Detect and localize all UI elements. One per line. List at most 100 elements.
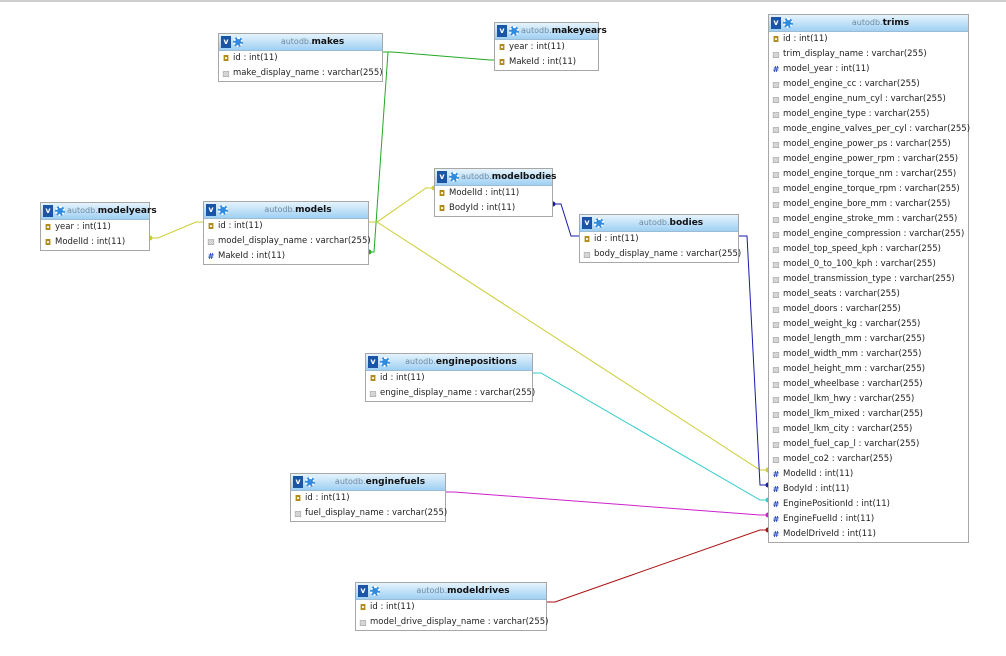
toggle-icon[interactable]: v — [437, 171, 447, 183]
table-name: modelbodies — [491, 172, 557, 182]
table-column-row: id : int(11) — [356, 600, 546, 615]
gear-icon[interactable] — [233, 37, 243, 47]
toggle-icon[interactable]: v — [221, 36, 231, 48]
table-column-row: ModelDriveId : int(11) — [769, 527, 968, 542]
gear-icon[interactable] — [55, 206, 65, 216]
table-column-row: model_fuel_cap_l : varchar(255) — [769, 437, 968, 452]
relation-enginepositions-trims — [533, 372, 768, 501]
column-icon — [772, 425, 780, 434]
column-label: ModelId : int(11) — [783, 469, 854, 479]
table-name: trims — [882, 18, 910, 28]
gear-icon[interactable] — [380, 357, 390, 367]
column-label: model_lkm_city : varchar(255) — [783, 424, 913, 434]
column-icon — [772, 320, 780, 329]
column-label: BodyId : int(11) — [449, 203, 516, 213]
gear-icon[interactable] — [509, 26, 519, 36]
column-icon — [772, 110, 780, 119]
table-column-row: model_top_speed_kph : varchar(255) — [769, 242, 968, 257]
column-icon — [772, 380, 780, 389]
table-title: autodb.modelyears — [67, 206, 157, 216]
table-header[interactable]: v autodb.enginepositions — [366, 354, 532, 371]
table-column-row: model_length_mm : varchar(255) — [769, 332, 968, 347]
table-column-row: model_width_mm : varchar(255) — [769, 347, 968, 362]
table-column-row: trim_display_name : varchar(255) — [769, 47, 968, 62]
table-name: enginepositions — [435, 357, 517, 367]
column-icon — [772, 455, 780, 464]
gear-icon[interactable] — [449, 172, 459, 182]
key-icon — [294, 494, 302, 503]
gear-icon[interactable] — [218, 205, 228, 215]
table-trims[interactable]: v autodb.trims id : int(11)trim_display_na… — [768, 14, 971, 543]
database-name: autodb — [851, 18, 881, 27]
column-label: engine_display_name : varchar(255) — [380, 388, 536, 398]
column-icon — [772, 125, 780, 134]
table-header[interactable]: v autodb.modelbodies — [435, 169, 557, 186]
column-icon — [772, 230, 780, 239]
relation-bodies-trims — [739, 235, 768, 486]
column-icon — [772, 410, 780, 419]
gear-icon[interactable] — [370, 586, 380, 596]
column-label: model_engine_compression : varchar(255) — [783, 229, 965, 239]
table-header[interactable]: v autodb.modelyears — [41, 203, 157, 220]
hash-icon — [772, 500, 780, 509]
toggle-icon[interactable]: v — [582, 217, 592, 229]
table-header[interactable]: v autodb.makeyears — [495, 23, 607, 40]
table-title: autodb.makeyears — [521, 26, 607, 36]
table-name: modeldrives — [447, 586, 510, 596]
table-column-row: body_display_name : varchar(255) — [580, 247, 741, 262]
toggle-icon[interactable]: v — [293, 476, 303, 488]
table-column-row: model_weight_kg : varchar(255) — [769, 317, 968, 332]
toggle-icon[interactable]: v — [358, 585, 368, 597]
relation-models-modelbodies — [369, 187, 434, 223]
table-title: autodb.enginepositions — [405, 357, 517, 367]
column-label: MakeId : int(11) — [509, 57, 577, 67]
key-icon — [438, 189, 446, 198]
database-name: autodb — [67, 206, 96, 215]
gear-icon[interactable] — [305, 477, 315, 487]
table-column-row: model_lkm_city : varchar(255) — [769, 422, 968, 437]
table-column-row: id : int(11) — [769, 32, 968, 47]
gear-icon[interactable] — [783, 18, 793, 28]
table-column-row: id : int(11) — [204, 219, 368, 234]
table-column-row: model_transmission_type : varchar(255) — [769, 272, 968, 287]
column-icon — [772, 440, 780, 449]
toggle-icon[interactable]: v — [771, 17, 781, 29]
toggle-icon[interactable]: v — [368, 356, 378, 368]
column-icon — [369, 389, 377, 398]
column-icon — [772, 245, 780, 254]
toggle-icon[interactable]: v — [43, 205, 53, 217]
table-title: autodb.trims — [851, 18, 910, 28]
table-header[interactable]: v autodb.trims — [769, 15, 968, 32]
column-icon — [772, 350, 780, 359]
table-column-row: year : int(11) — [41, 220, 149, 235]
column-label: fuel_display_name : varchar(255) — [305, 508, 448, 518]
column-icon — [772, 200, 780, 209]
table-column-row: model_engine_num_cyl : varchar(255) — [769, 92, 968, 107]
hash-icon — [772, 65, 780, 74]
column-label: model_engine_torque_nm : varchar(255) — [783, 169, 957, 179]
key-icon — [498, 43, 506, 52]
toggle-icon[interactable]: v — [497, 25, 507, 37]
column-label: model_engine_power_ps : varchar(255) — [783, 139, 951, 149]
gear-icon[interactable] — [594, 218, 604, 228]
column-label: id : int(11) — [370, 602, 415, 612]
table-column-row: model_engine_power_rpm : varchar(255) — [769, 152, 968, 167]
key-icon — [772, 35, 780, 44]
toggle-icon[interactable]: v — [206, 204, 216, 216]
column-label: mode_engine_valves_per_cyl : varchar(255… — [783, 124, 971, 134]
table-title: autodb.modelbodies — [461, 172, 557, 182]
